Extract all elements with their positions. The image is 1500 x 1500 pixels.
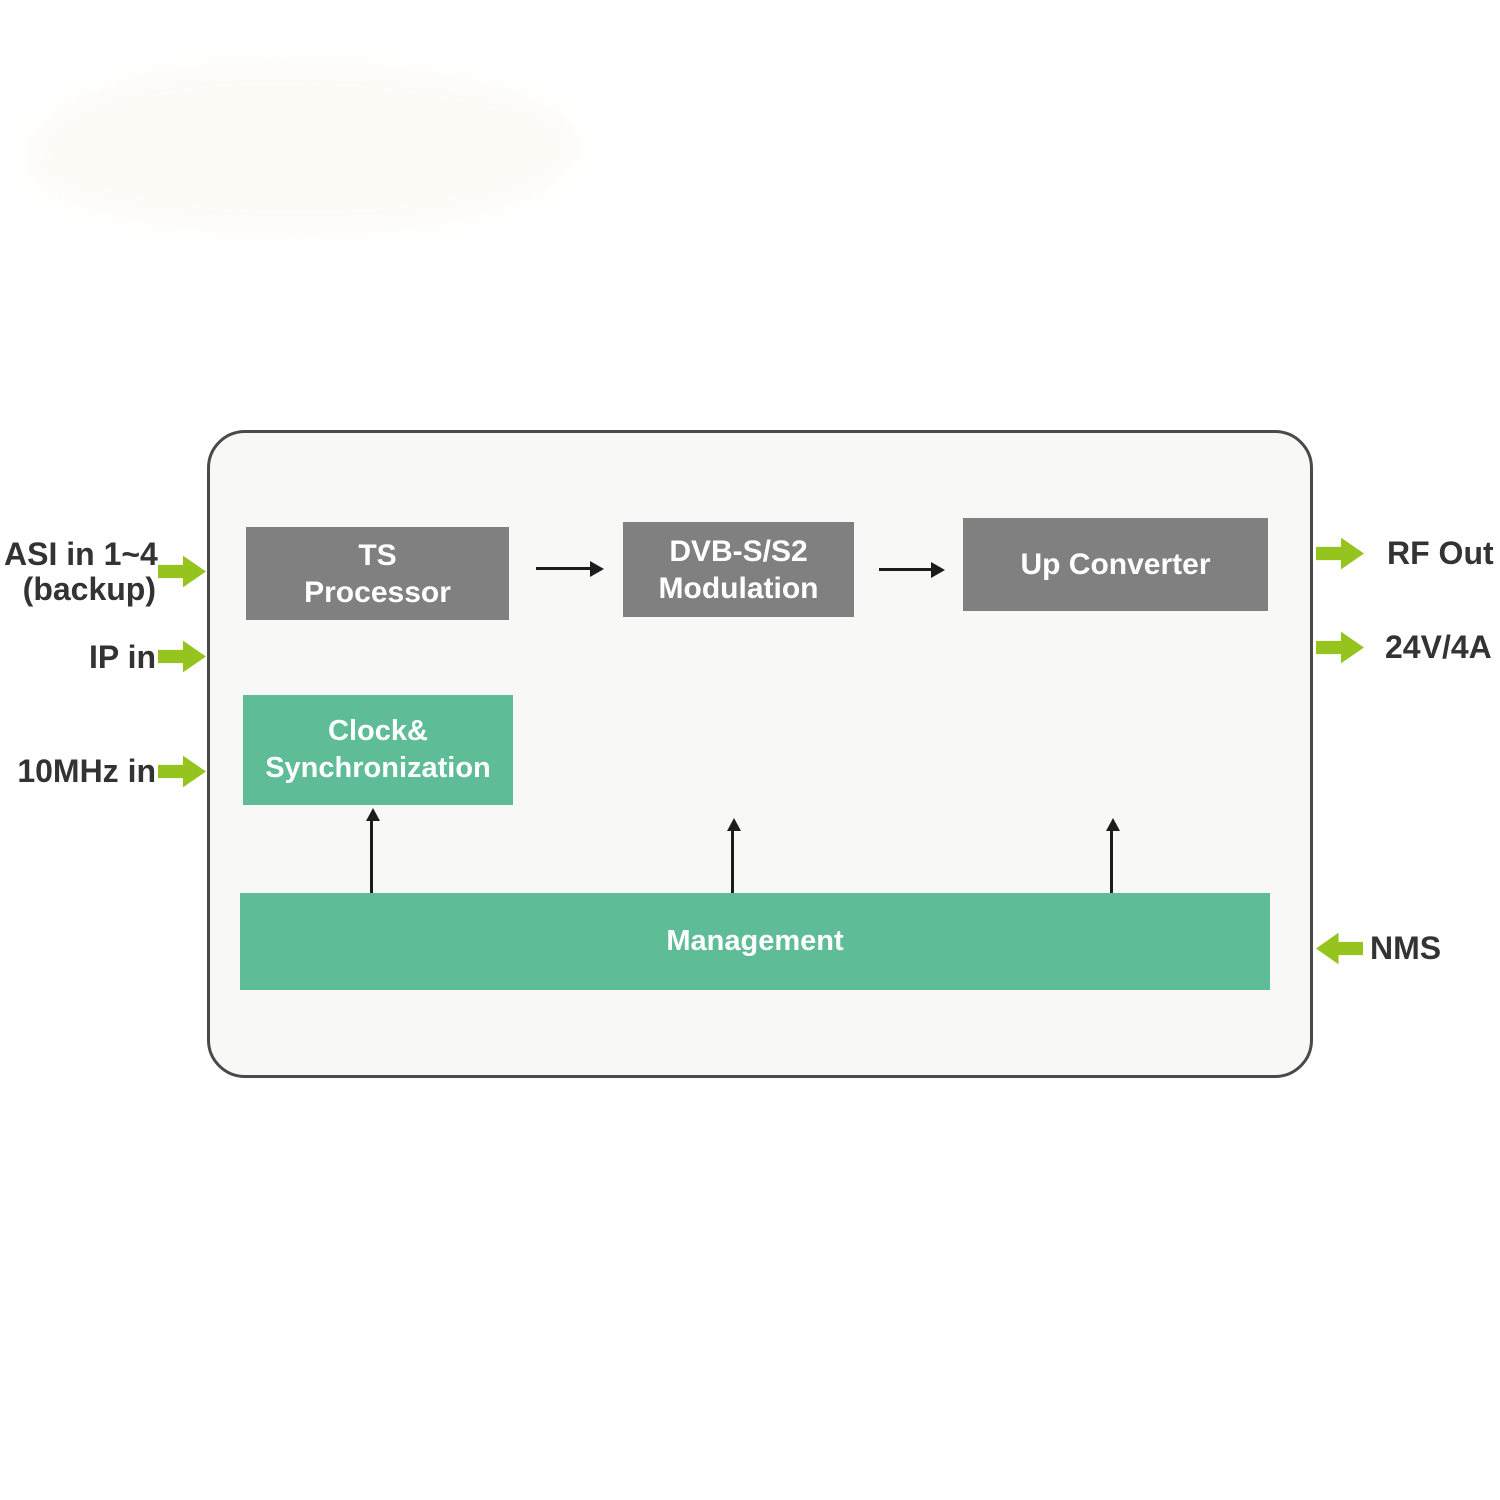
ts-processor-label-line1: TS xyxy=(358,538,397,572)
tenmhz-input-label: 10MHz in xyxy=(17,753,156,789)
nms-input-arrow-icon xyxy=(1316,932,1363,965)
dvbs-modulation-label-line2: Modulation xyxy=(658,571,819,605)
tenmhz-input-arrow-icon xyxy=(158,755,206,788)
ts-processor-label-line2: Processor xyxy=(304,575,451,609)
rf-output-label: RF Out xyxy=(1387,535,1494,571)
dvbs-modulation-label-line1: DVB-S/S2 xyxy=(669,534,808,568)
management-label: Management xyxy=(666,925,844,957)
asi-input-label-line2: (backup) xyxy=(22,571,156,607)
power-output-arrow-icon xyxy=(1316,631,1364,664)
flow-arrow-ts-to-modulation-icon xyxy=(536,561,604,577)
clock-sync-block: Clock& Synchronization xyxy=(243,695,513,805)
management-block: Management xyxy=(240,893,1270,990)
watermark-blob xyxy=(25,62,580,234)
power-output-label: 24V/4A xyxy=(1385,629,1492,665)
uplink-arrow-management-to-upconverter-icon xyxy=(1106,818,1120,893)
ts-processor-block: TS Processor xyxy=(246,527,509,620)
clock-sync-label-line2: Synchronization xyxy=(265,752,491,784)
rf-output-arrow-icon xyxy=(1316,537,1364,570)
flow-arrow-modulation-to-upconverter-icon xyxy=(879,562,945,578)
nms-label: NMS xyxy=(1370,930,1442,966)
clock-sync-label-line1: Clock& xyxy=(328,715,428,747)
asi-input-label-line1: ASI in 1~4 xyxy=(4,536,158,572)
dvbs-modulation-block: DVB-S/S2 Modulation xyxy=(623,522,854,617)
asi-input-arrow-icon xyxy=(158,555,206,588)
uplink-arrow-management-to-clock-icon xyxy=(366,808,380,893)
up-converter-label: Up Converter xyxy=(1020,548,1211,581)
asi-input-label: ASI in 1~4 (backup) xyxy=(4,536,158,607)
ip-input-arrow-icon xyxy=(158,640,206,673)
up-converter-block: Up Converter xyxy=(963,518,1268,611)
ip-input-label: IP in xyxy=(89,639,156,675)
uplink-arrow-management-to-modulation-icon xyxy=(727,818,741,893)
